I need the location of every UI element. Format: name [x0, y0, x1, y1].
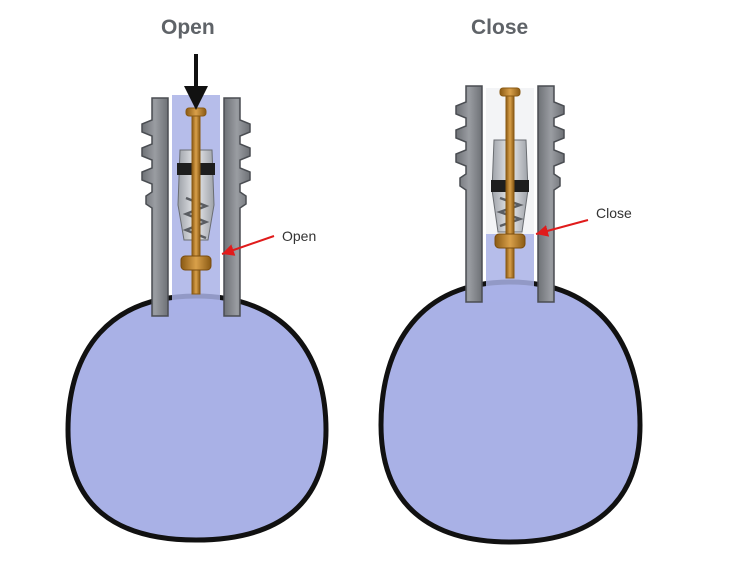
close-left-wall — [455, 85, 483, 303]
close-stem — [505, 91, 515, 279]
open-seat-disc — [180, 255, 212, 271]
close-callout-arrow — [535, 219, 589, 237]
open-callout-arrow — [221, 235, 275, 256]
close-callout-label: Close — [596, 205, 632, 221]
close-fluid-bulb — [378, 279, 643, 545]
close-valve-assembly — [378, 85, 643, 545]
open-valve-assembly — [65, 95, 329, 543]
close-panel-title: Close — [471, 16, 529, 39]
press-arrow-head — [184, 86, 208, 110]
open-left-wall — [141, 97, 169, 317]
open-callout-label: Open — [282, 228, 317, 244]
open-panel-title: Open — [161, 16, 215, 39]
close-right-wall — [537, 85, 565, 303]
open-right-wall — [223, 97, 251, 317]
close-seat-disc — [494, 233, 526, 249]
open-fluid-bulb — [65, 293, 329, 543]
